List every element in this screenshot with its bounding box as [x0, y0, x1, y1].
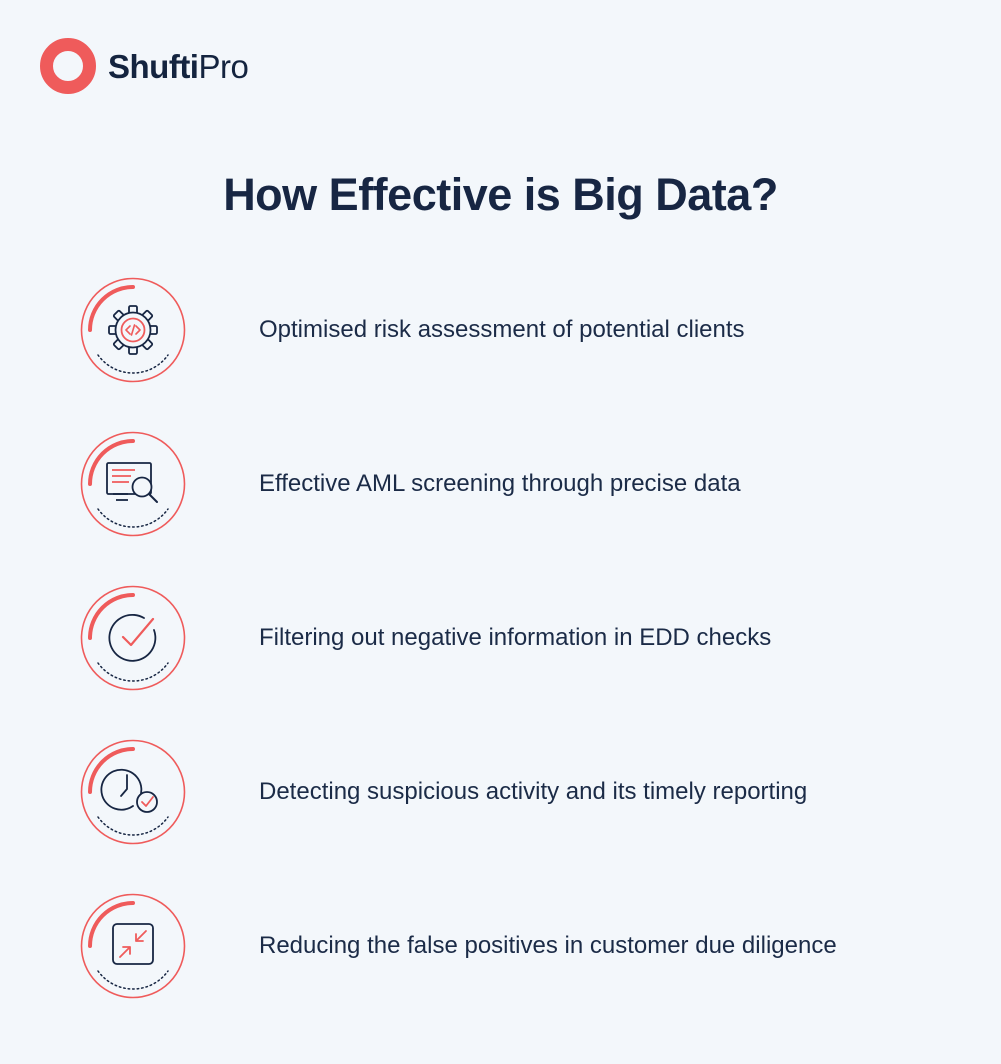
benefit-label: Optimised risk assessment of potential c…	[259, 316, 745, 343]
benefit-item: Effective AML screening through precise …	[80, 431, 980, 537]
brand-logo: ShuftiPro	[38, 34, 249, 98]
benefit-label: Effective AML screening through precise …	[259, 470, 741, 497]
compress-arrows-icon	[80, 893, 186, 999]
clock-check-icon	[80, 739, 186, 845]
page-title: How Effective is Big Data?	[223, 169, 778, 220]
brand-name: ShuftiPro	[108, 47, 249, 85]
benefit-item: Detecting suspicious activity and its ti…	[80, 739, 980, 845]
benefit-item: Optimised risk assessment of potential c…	[80, 277, 980, 383]
screen-search-icon	[80, 431, 186, 537]
gear-code-icon	[80, 277, 186, 383]
benefit-item: Reducing the false positives in customer…	[80, 893, 980, 999]
benefit-label: Filtering out negative information in ED…	[259, 624, 772, 651]
shufti-logo-icon	[40, 38, 96, 94]
brand-name-light: Pro	[198, 47, 249, 85]
brand-name-bold: Shufti	[108, 47, 199, 85]
check-circle-icon	[80, 585, 186, 691]
benefit-item: Filtering out negative information in ED…	[80, 585, 980, 691]
benefit-label: Detecting suspicious activity and its ti…	[259, 778, 808, 805]
benefit-label: Reducing the false positives in customer…	[259, 932, 837, 959]
